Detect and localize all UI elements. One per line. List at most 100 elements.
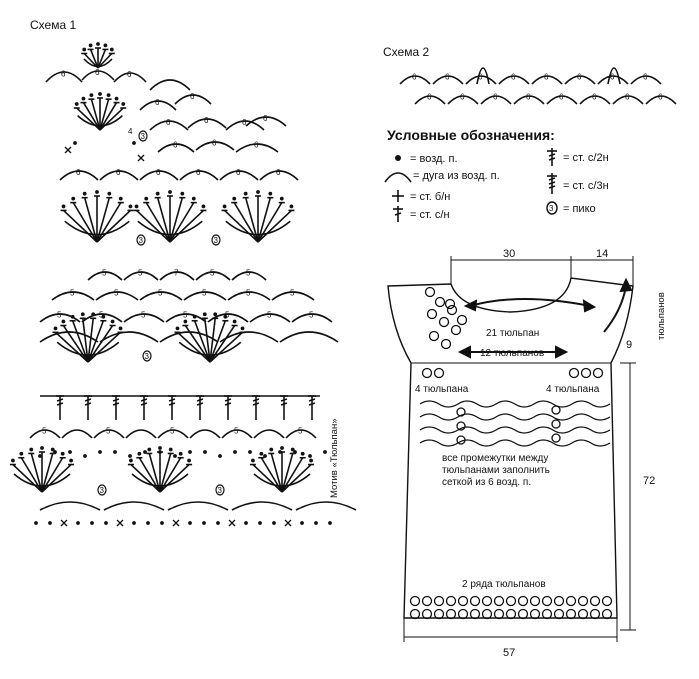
mesh-wave	[419, 400, 611, 408]
chain-arc	[29, 429, 61, 439]
dot-icon	[395, 155, 401, 161]
chain-dot	[89, 93, 94, 98]
chain-count: 6	[658, 93, 663, 102]
chain-count: 5	[225, 311, 230, 320]
chain-count: 5	[99, 311, 104, 320]
chain-count: 6	[577, 73, 582, 82]
chain-count: 6	[526, 93, 531, 102]
chain-dot	[178, 451, 183, 456]
chain-arc	[139, 291, 183, 301]
chain-arc	[295, 501, 357, 511]
stitch-bar	[84, 402, 92, 406]
chain-dot	[113, 450, 117, 454]
tulip-circle	[505, 608, 517, 620]
chain-arc	[139, 170, 179, 181]
chain-dot	[201, 204, 206, 209]
chain-arc	[498, 75, 530, 85]
chain-dot	[244, 521, 248, 525]
tulip-circle	[446, 304, 458, 316]
x-mark	[172, 519, 180, 527]
tulip-circle	[409, 608, 421, 620]
legend-item-5: = ст. с/3н	[563, 180, 609, 192]
chain-dot	[183, 319, 188, 324]
chain-arc	[51, 291, 95, 301]
tulip-circle	[469, 608, 481, 620]
chain-arc	[546, 95, 578, 105]
chain-dot	[90, 521, 94, 525]
chain-arc	[187, 118, 227, 129]
chain-dot	[272, 521, 276, 525]
chain-dot	[128, 204, 133, 209]
tulip-circle	[456, 421, 466, 431]
chain-dot	[11, 458, 15, 463]
chain-arc	[447, 95, 479, 105]
tulip-circle	[469, 595, 481, 607]
stitch	[87, 325, 114, 363]
chain-dot	[309, 458, 313, 463]
fan-base	[56, 341, 120, 356]
chain-dot	[188, 450, 192, 454]
tulip-circle	[577, 595, 589, 607]
chain-arc	[93, 429, 125, 439]
garment-pattern: 30 14 72 57 9 тюльпанов 21 тюльпан 12 тю…	[387, 248, 667, 659]
chain-count: 6	[445, 73, 450, 82]
stitch	[169, 202, 195, 243]
tulip-circle	[457, 608, 469, 620]
stitch-bar	[252, 398, 260, 402]
tulip-circle	[592, 367, 604, 379]
chain-count: 5	[309, 311, 314, 320]
picot	[136, 234, 146, 246]
stitch	[257, 202, 283, 243]
label-4-tulips-left: 4 тюльпана	[415, 384, 469, 395]
chain-arc	[579, 95, 611, 105]
picot	[97, 484, 107, 496]
chain-dot	[173, 454, 177, 458]
chain-arc	[612, 95, 644, 105]
fan-base	[178, 341, 242, 356]
chain-dot	[60, 451, 65, 456]
chain-dot	[251, 458, 255, 463]
chain-count: 6	[412, 73, 417, 82]
chain-dot	[259, 451, 264, 456]
tulip-circle	[589, 595, 601, 607]
stitch-bar	[196, 398, 204, 402]
chain-arc	[513, 95, 545, 105]
picot	[142, 350, 152, 362]
chain-dot	[34, 521, 38, 525]
chain-arc	[235, 143, 279, 153]
chain-dot	[106, 93, 111, 98]
picot-number: 3	[139, 236, 144, 245]
chain-dot	[96, 42, 100, 46]
tulip-circle	[481, 595, 493, 607]
tulip-circle	[421, 367, 433, 379]
chain-dot	[289, 204, 294, 209]
stitch	[176, 331, 211, 363]
picot	[211, 234, 221, 246]
chain-dot	[314, 521, 318, 525]
chain-count: 5	[246, 269, 251, 278]
chain-count: 5	[170, 427, 175, 436]
tulip-circle	[433, 595, 445, 607]
chain-dot	[29, 447, 34, 452]
chain-dot	[328, 521, 332, 525]
chain-dot	[107, 191, 112, 196]
chain-arc	[259, 170, 299, 181]
tulip-circle	[580, 367, 592, 379]
label-21-tulips: 21 тюльпан	[486, 328, 539, 339]
chain-arc	[279, 331, 339, 343]
stitch	[99, 107, 124, 131]
chain-dot	[290, 447, 295, 452]
stitch	[72, 202, 98, 243]
chain-dot	[269, 447, 274, 452]
chain-dot	[68, 450, 72, 454]
stitch-bar	[168, 402, 176, 406]
chain-dot	[98, 92, 102, 96]
stitch	[41, 463, 72, 493]
picot-number: 3	[145, 352, 150, 361]
stitch	[159, 463, 190, 493]
chain-dot	[76, 521, 80, 525]
chain-arc	[113, 72, 147, 83]
tulip-circle	[517, 608, 529, 620]
chain-dot	[137, 451, 142, 456]
chain-dot	[323, 450, 327, 454]
